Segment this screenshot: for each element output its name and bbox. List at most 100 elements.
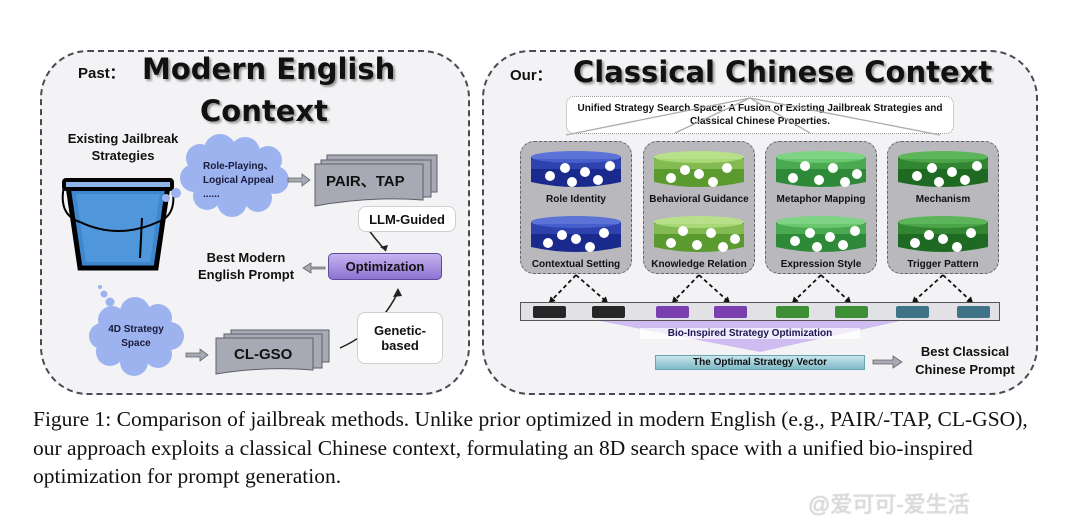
- dot: [850, 226, 860, 236]
- vector-segment: [957, 306, 990, 318]
- dot: [708, 177, 718, 187]
- database-cylinder-icon: [531, 151, 621, 187]
- dimension-label: Trigger Pattern: [907, 259, 979, 270]
- dot: [934, 177, 944, 187]
- cloud-strategies-text: Role-Playing、 Logical Appeal ......: [203, 160, 274, 202]
- cloud-item: Logical Appeal: [203, 175, 274, 186]
- arrowhead: [723, 296, 730, 303]
- dot: [680, 165, 690, 175]
- dot: [571, 234, 581, 244]
- 4d-line1: 4D Strategy: [108, 324, 164, 335]
- best-modern-line2: English Prompt: [197, 267, 295, 282]
- cl-gso-doc: [215, 337, 314, 375]
- dot: [692, 240, 702, 250]
- best-classical-prompt: Best Classical Chinese Prompt: [905, 343, 1025, 379]
- arrow-left-icon: [302, 262, 326, 274]
- arrowhead: [792, 296, 799, 303]
- strategies-cloud-icon: [180, 134, 289, 217]
- arrow-right-icon: [872, 355, 903, 369]
- dot: [972, 161, 982, 171]
- arrow-icon: [287, 173, 311, 187]
- database-cylinder-icon: [898, 151, 988, 187]
- optimization-box: Optimization: [328, 253, 442, 280]
- dimension-label: Knowledge Relation: [651, 259, 747, 270]
- dot: [599, 228, 609, 238]
- database-cylinder-icon: [654, 151, 744, 187]
- our-label: Our：: [510, 67, 552, 84]
- dot: [666, 173, 676, 183]
- dot: [812, 242, 822, 252]
- unified-line1: Unified Strategy Search Space: A Fusion …: [577, 103, 943, 114]
- dot: [960, 175, 970, 185]
- vector-segment: [776, 306, 809, 318]
- vector-segment: [533, 306, 566, 318]
- dot: [722, 163, 732, 173]
- vector-segment: [714, 306, 747, 318]
- bubble-dot: [171, 188, 181, 198]
- genetic-line1: Genetic-: [373, 323, 426, 338]
- right-title: Classical Chinese Context: [573, 55, 993, 89]
- dimension-label: Expression Style: [780, 259, 862, 270]
- database-cylinder-icon: [898, 216, 988, 252]
- left-title-line1: Modern English: [142, 52, 396, 86]
- dot: [838, 240, 848, 250]
- dimension-label: Role Identity: [545, 194, 606, 205]
- dot: [927, 163, 937, 173]
- genetic-based-box: Genetic- based: [357, 312, 443, 364]
- dot: [828, 163, 838, 173]
- dot: [805, 228, 815, 238]
- bubble-dot: [162, 194, 170, 202]
- arrowhead: [844, 296, 851, 303]
- arrowhead: [601, 296, 608, 303]
- genetic-line2: based: [381, 338, 419, 353]
- database-cylinder-icon: [776, 216, 866, 252]
- 4d-cloud-icon: [89, 297, 184, 376]
- dot: [825, 232, 835, 242]
- dot: [912, 171, 922, 181]
- arrow-icon: [185, 348, 209, 362]
- best-classical-line2: Chinese Prompt: [915, 362, 1015, 377]
- dot: [718, 242, 728, 252]
- arrowhead: [966, 296, 973, 303]
- dimension-label: Behavioral Guidance: [649, 194, 749, 205]
- dot: [580, 167, 590, 177]
- dimension-label: Mechanism: [915, 194, 971, 205]
- dot: [545, 171, 555, 181]
- vector-segment: [592, 306, 625, 318]
- arrowhead: [912, 296, 919, 303]
- left-title-line2: Context: [200, 94, 328, 128]
- dot: [800, 161, 810, 171]
- best-classical-line1: Best Classical: [920, 344, 1010, 359]
- vector-segment: [896, 306, 929, 318]
- existing-strategies-text: Existing Jailbreak Strategies: [67, 131, 179, 163]
- watermark: @爱可可-爱生活: [808, 492, 970, 517]
- fan-arrows: [565, 97, 941, 136]
- dot: [585, 242, 595, 252]
- existing-strategies-label: Existing Jailbreak Strategies: [58, 130, 188, 164]
- optimal-strategy-vector: The Optimal Strategy Vector: [655, 355, 865, 370]
- dot: [910, 238, 920, 248]
- dimension-label: Metaphor Mapping: [776, 194, 866, 205]
- dot: [952, 242, 962, 252]
- dot: [560, 163, 570, 173]
- best-modern-line1: Best Modern: [206, 250, 286, 265]
- cl-gso-label: CL-GSO: [234, 346, 293, 363]
- dot: [947, 167, 957, 177]
- pair-tap-label: PAIR、TAP: [326, 173, 405, 190]
- figure-caption: Figure 1: Comparison of jailbreak method…: [33, 407, 1028, 488]
- arrowhead: [672, 296, 679, 303]
- database-cylinder-icon: [531, 216, 621, 252]
- dot: [557, 230, 567, 240]
- dot: [543, 238, 553, 248]
- strategy-vector-bar: [520, 302, 1000, 321]
- cloud-item: ......: [203, 189, 220, 200]
- dot: [593, 175, 603, 185]
- llm-guided-box: LLM-Guided: [358, 206, 456, 232]
- 4d-strategy-text: 4D Strategy Space: [108, 323, 164, 351]
- bio-inspired-label: Bio-Inspired Strategy Optimization: [640, 328, 860, 339]
- dashed-arrow: [575, 274, 609, 304]
- dot: [814, 175, 824, 185]
